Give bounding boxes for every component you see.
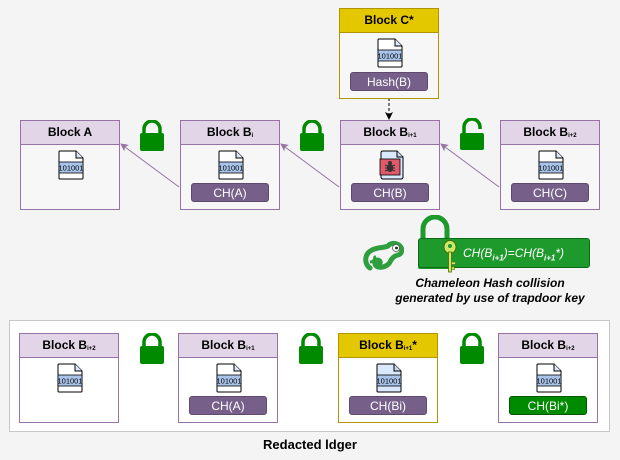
binary-file-icon: 101001 — [57, 363, 83, 393]
block-c-star[interactable]: Block C* 101001 Hash(B) — [339, 8, 439, 99]
lock-closed-icon — [140, 120, 164, 151]
binary-file-icon: 101001 — [377, 38, 403, 68]
collision-formula-badge: CH(Bi+1)=CH(Bi+1*) — [418, 238, 590, 268]
block-header: Block Bi+1* — [339, 334, 437, 358]
block-header: Block Bi+1 — [179, 334, 277, 358]
block-header: Block Bi+2 — [501, 121, 599, 145]
block-header: Block A — [21, 121, 119, 145]
svg-text:101001: 101001 — [216, 377, 241, 386]
chameleon-hash-label: CH(C) — [511, 183, 589, 202]
block-header: Block Bi+2 — [20, 334, 118, 358]
binary-file-icon: 101001 — [536, 363, 562, 393]
redacted-block-1[interactable]: Block Bi+2 101001 — [19, 333, 119, 423]
svg-text:101001: 101001 — [377, 52, 402, 61]
arrow-bi1-to-bi — [280, 143, 340, 188]
block-header: Block Bi+2 — [499, 334, 597, 358]
arrow-bi2-to-bi1 — [440, 143, 500, 188]
block-bi1[interactable]: Block Bi+1 CH(B) — [340, 120, 440, 210]
block-a[interactable]: Block A 101001 — [20, 120, 120, 210]
binary-file-icon: 101001 — [216, 363, 242, 393]
redacted-ledger-label: Redacted ldger — [263, 437, 357, 452]
hash-label: Hash(B) — [350, 72, 428, 91]
lock-closed-icon — [299, 333, 323, 364]
chameleon-hash-label: CH(A) — [191, 183, 269, 202]
svg-text:101001: 101001 — [536, 377, 561, 386]
caption-line-2: generated by use of trapdoor key — [395, 291, 585, 305]
lock-closed-icon — [300, 120, 324, 151]
block-header: Block Bi — [181, 121, 279, 145]
chameleon-hash-label: CH(B) — [351, 183, 429, 202]
svg-text:101001: 101001 — [218, 164, 243, 173]
arrow-bi-to-a — [120, 143, 180, 188]
chameleon-hash-label: CH(A) — [189, 396, 267, 415]
caption-line-1: Chameleon Hash collision — [415, 276, 565, 290]
redacted-block-2[interactable]: Block Bi+1 101001 CH(A) — [178, 333, 278, 423]
block-header: Block Bi+1 — [341, 121, 439, 145]
infected-file-icon — [379, 150, 404, 180]
chameleon-hash-label-green: CH(Bi*) — [509, 396, 587, 415]
collision-caption: Chameleon Hash collision generated by us… — [380, 276, 600, 306]
binary-file-icon: 101001 — [58, 150, 84, 180]
trapdoor-key-icon — [443, 240, 457, 273]
block-bi[interactable]: Block Bi 101001 CH(A) — [180, 120, 280, 210]
binary-file-icon: 101001 — [376, 363, 402, 393]
block-bi2[interactable]: Block Bi+2 101001 CH(C) — [500, 120, 600, 210]
lock-open-icon — [460, 118, 484, 150]
svg-text:101001: 101001 — [58, 164, 83, 173]
binary-file-icon: 101001 — [218, 150, 244, 180]
redacted-block-3[interactable]: Block Bi+1* 101001 CH(Bi) — [338, 333, 438, 423]
lock-closed-icon — [460, 333, 484, 364]
binary-file-icon: 101001 — [538, 150, 564, 180]
block-header: Block C* — [340, 9, 438, 33]
svg-text:101001: 101001 — [57, 377, 82, 386]
chameleon-hash-label: CH(Bi) — [349, 396, 427, 415]
lock-closed-icon — [140, 333, 164, 364]
svg-text:101001: 101001 — [376, 377, 401, 386]
chameleon-icon — [363, 240, 404, 271]
svg-text:101001: 101001 — [538, 164, 563, 173]
redacted-block-4[interactable]: Block Bi+2 101001 CH(Bi*) — [498, 333, 598, 423]
